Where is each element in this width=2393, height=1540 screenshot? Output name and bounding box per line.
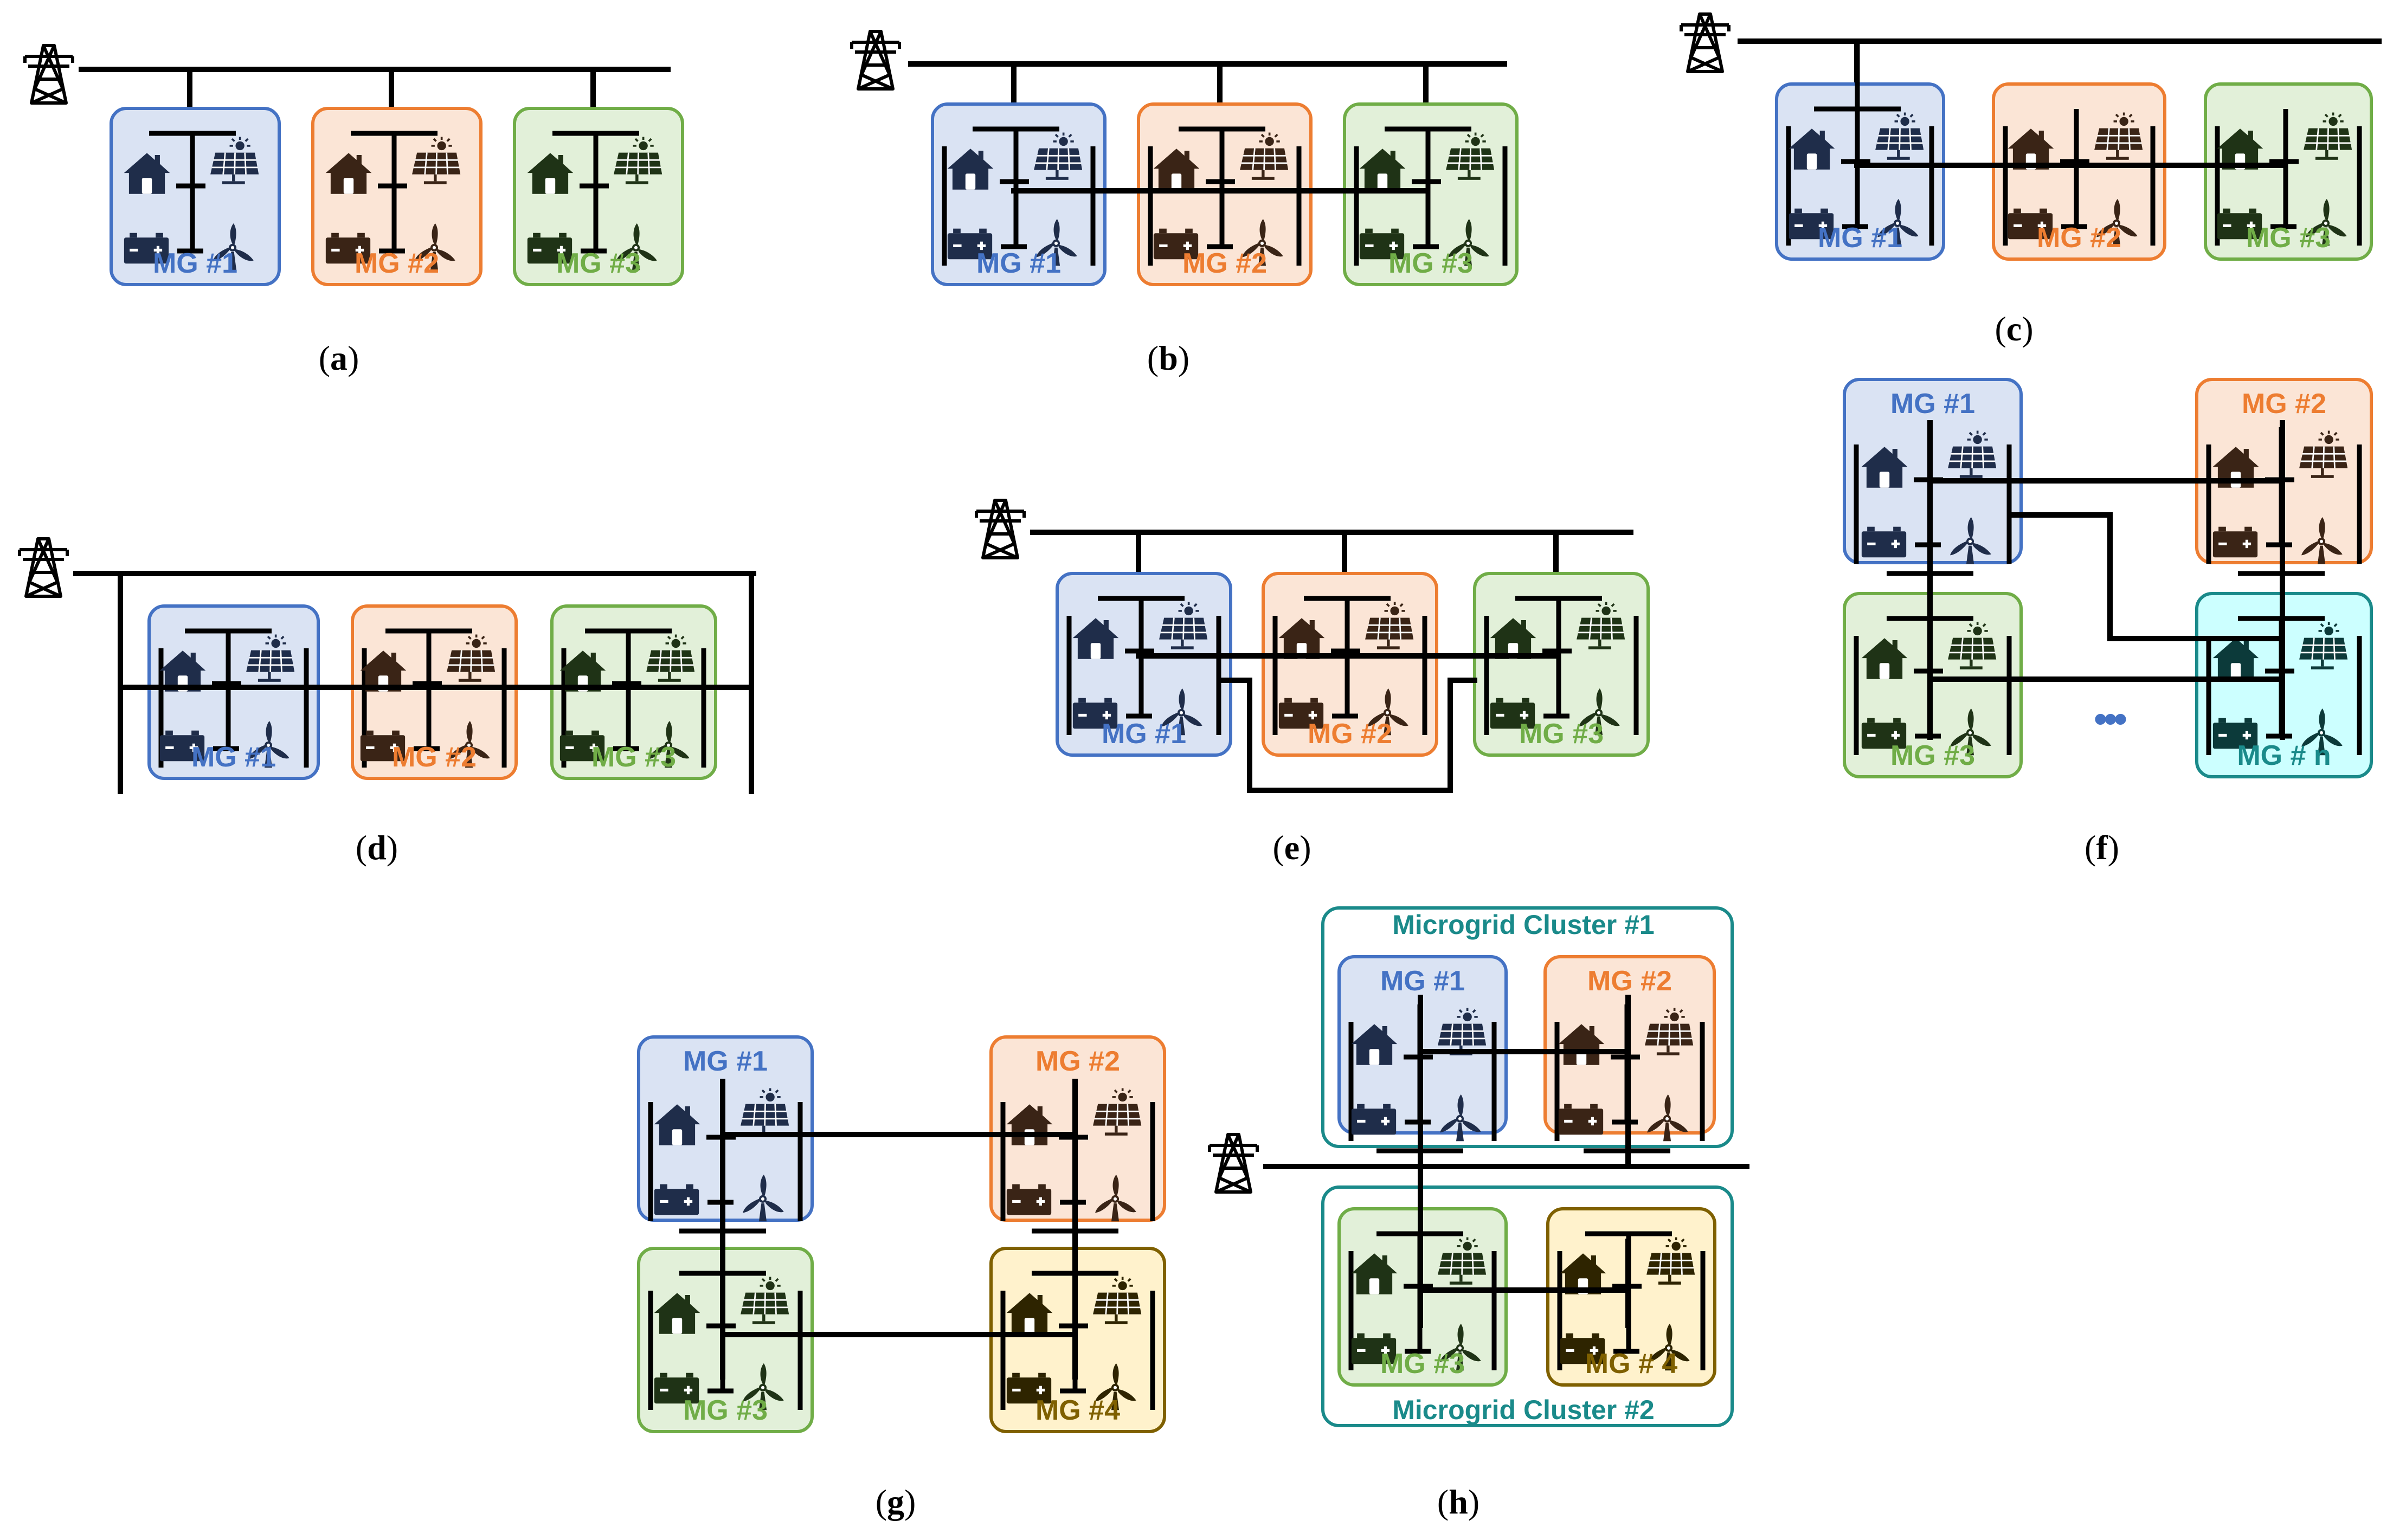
e-grid-tower-icon — [976, 500, 1024, 558]
g-mg4-label: MG #4 — [1035, 1395, 1120, 1426]
caption-d: (d) — [356, 828, 398, 867]
g-mg1-label: MG #1 — [683, 1046, 768, 1077]
g-mg3-label: MG #3 — [683, 1395, 768, 1426]
caption-a: (a) — [319, 339, 359, 377]
f-ellipsis: ••• — [2094, 698, 2126, 740]
d-mg2-label: MG #2 — [392, 742, 477, 773]
labels: MG #1 MG #2 MG #3 (a) MG #1 MG #2 MG #3 (b) MG #… — [153, 222, 2331, 1521]
caption-e: (e) — [1272, 828, 1311, 867]
e-mg3-label: MG #3 — [1519, 718, 1604, 750]
c-mg2-label: MG #2 — [2037, 222, 2121, 254]
b-grid-tower-icon — [852, 31, 899, 89]
f-mg3-label: MG #3 — [1890, 740, 1975, 771]
c-mg3-label: MG #3 — [2246, 222, 2331, 254]
a-mg1-label: MG #1 — [153, 248, 237, 279]
f-mg2-label: MG #2 — [2242, 388, 2326, 420]
d-grid-tower-icon — [20, 539, 67, 596]
h-cluster1-label: Microgrid Cluster #1 — [1392, 910, 1654, 940]
caption-c: (c) — [1995, 310, 2033, 348]
h-mg1-label: MG #1 — [1380, 965, 1465, 997]
caption-h: (h) — [1437, 1483, 1479, 1521]
caption-f: (f) — [2085, 828, 2119, 867]
d-mg3-label: MG #3 — [591, 742, 676, 773]
h-grid-tower-icon — [1210, 1135, 1257, 1192]
e-mg1-label: MG #1 — [1102, 718, 1186, 750]
a-mg2-label: MG #2 — [355, 248, 439, 279]
h-cluster2-box — [1321, 1185, 1734, 1427]
g-mg2-label: MG #2 — [1035, 1046, 1120, 1077]
a-grid-tower-icon — [25, 46, 73, 103]
caption-g: (g) — [876, 1483, 916, 1521]
b-mg2-label: MG #2 — [1182, 248, 1267, 279]
e-mg2-label: MG #2 — [1308, 718, 1392, 750]
f-mgn-label: MG # n — [2237, 740, 2331, 771]
h-cluster2-label: Microgrid Cluster #2 — [1392, 1395, 1654, 1425]
f-mg1-label: MG #1 — [1890, 388, 1975, 420]
b-mg1-label: MG #1 — [976, 248, 1061, 279]
h-mg2-label: MG #2 — [1587, 965, 1672, 997]
power-lines — [73, 38, 2382, 794]
a-mg3-label: MG #3 — [556, 248, 641, 279]
h-mg3-label: MG #3 — [1380, 1348, 1465, 1380]
c-grid-tower-icon — [1681, 14, 1729, 72]
overlay-lines — [118, 163, 2288, 1380]
f-link-mg1-mgn — [2008, 512, 2285, 641]
e-ring-link — [1219, 678, 1477, 793]
caption-b: (b) — [1147, 339, 1189, 377]
h-cluster1-box — [1321, 906, 1734, 1148]
c-mg1-label: MG #1 — [1818, 222, 1902, 254]
b-mg3-label: MG #3 — [1388, 248, 1473, 279]
d-mg1-label: MG #1 — [191, 742, 276, 773]
h-mg4-label: MG # 4 — [1585, 1348, 1678, 1380]
